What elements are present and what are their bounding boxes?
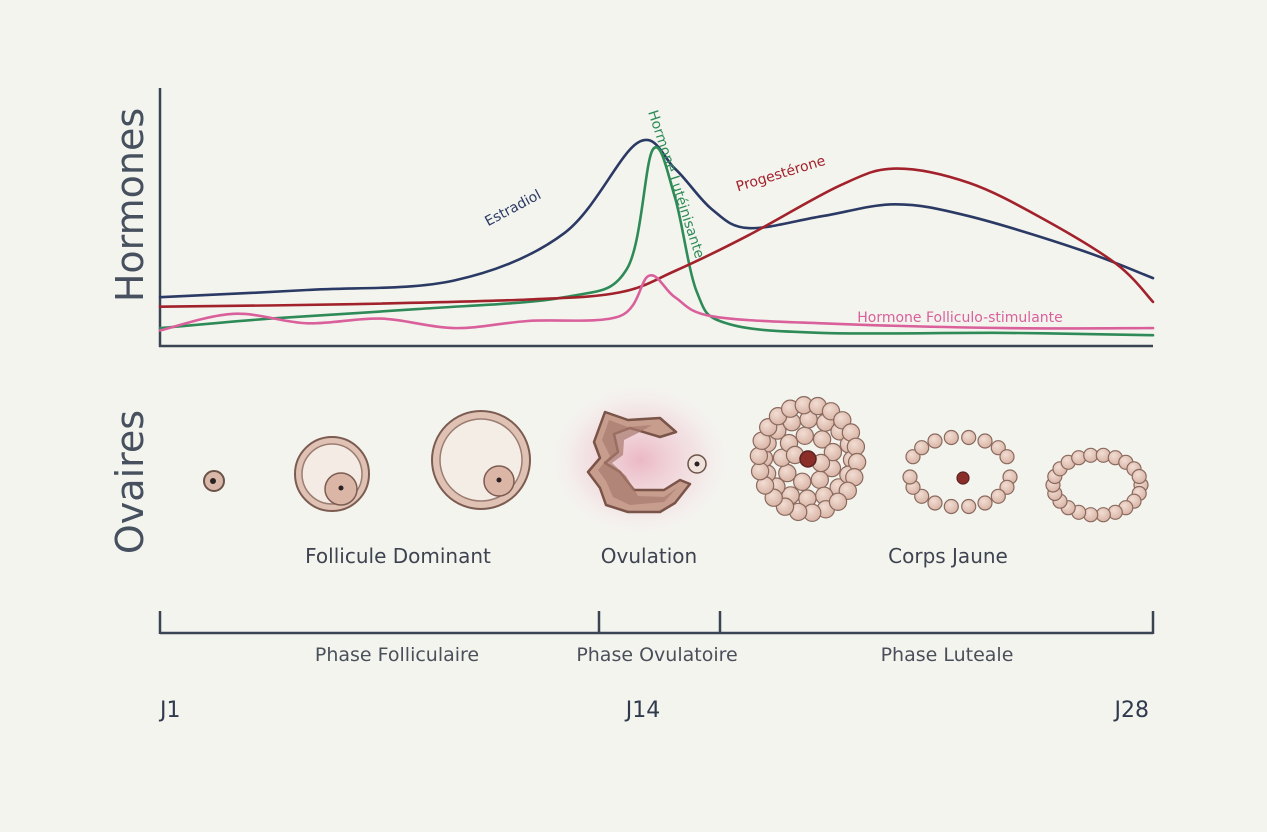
luteal-cell: [828, 492, 848, 511]
hormone-curves: Estradiol Hormone Lutéinisante Progestéron…: [158, 108, 1155, 337]
ring-cell: [990, 488, 1006, 504]
luteal-cell: [795, 426, 815, 445]
day-label-j1: J1: [158, 698, 181, 723]
luteal-cell: [750, 462, 770, 481]
ovary-illustrations: [203, 380, 1149, 540]
regressing-corpus-luteum-icon: [902, 429, 1018, 515]
ring-cell: [927, 495, 943, 511]
ring-cell: [977, 495, 993, 511]
ovulation-icon: [545, 380, 735, 540]
lh-curve: [158, 146, 1155, 337]
luteal-cell: [749, 446, 769, 466]
dominant-follicle-icon: [431, 410, 531, 510]
lh-curve-label: Hormone Lutéinisante: [644, 108, 707, 260]
luteal-cell: [810, 470, 830, 489]
ring-cell: [999, 449, 1015, 465]
fsh-curve: [158, 274, 1155, 332]
albicans-cell: [1131, 468, 1147, 485]
luteal-cell: [793, 472, 812, 491]
ring-cell: [914, 440, 930, 456]
phase-label-luteale: Phase Luteale: [881, 644, 1014, 666]
ovaries-axis-title: Ovaires: [108, 410, 152, 554]
ring-cell: [943, 429, 959, 446]
luteal-cell: [847, 452, 867, 472]
fsh-curve-label: Hormone Folliculo-stimulante: [857, 310, 1063, 326]
secondary-follicle-icon: [294, 436, 370, 512]
estradiol-curve: [158, 138, 1155, 299]
stage-label-corps-jaune: Corps Jaune: [888, 544, 1008, 568]
ring-cell: [977, 433, 993, 449]
albicans-cell: [1095, 507, 1111, 523]
ring-cell: [927, 433, 943, 449]
ring-cell: [943, 498, 959, 515]
corpus-luteum-icon: [749, 396, 867, 522]
ring-core: [956, 471, 970, 485]
phase-label-folliculaire: Phase Folliculaire: [315, 644, 479, 666]
ring-cell: [902, 469, 918, 485]
corpus-albicans-icon: [1045, 447, 1149, 523]
estradiol-curve-label: Estradiol: [482, 187, 544, 230]
ring-cell: [961, 429, 977, 446]
progesterone-curve-label: Progestérone: [734, 153, 827, 195]
stage-label-ovulation: Ovulation: [601, 544, 697, 568]
hormones-axis-title: Hormones: [108, 108, 152, 302]
phase-timeline: [158, 611, 1155, 635]
phase-label-ovulatoire: Phase Ovulatoire: [576, 644, 737, 666]
day-label-j14: J14: [624, 698, 660, 723]
primordial-follicle-icon: [203, 470, 225, 492]
luteal-cell: [846, 437, 866, 456]
luteal-cell: [823, 442, 843, 462]
stage-label-follicule-dominant: Follicule Dominant: [305, 544, 491, 568]
albicans-cell: [1083, 447, 1099, 463]
ring-cell: [961, 498, 977, 515]
corpus-luteum-core: [799, 450, 817, 468]
progesterone-curve: [158, 167, 1155, 308]
day-label-j28: J28: [1113, 698, 1149, 723]
